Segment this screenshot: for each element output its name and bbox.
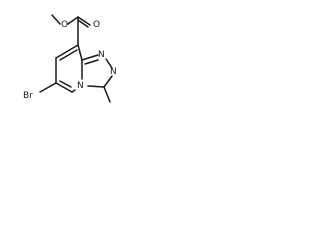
- bond-methyl-ester-o: [51, 14, 61, 25]
- bond-carbonyl-double-a: [77, 16, 91, 26]
- atom-carbonyl-oxygen: O: [93, 20, 100, 30]
- bond-n2-c3: [103, 75, 113, 88]
- bond-c5-n4: [71, 89, 76, 93]
- atom-nitrogen-right: N: [110, 67, 117, 77]
- atom-ester-oxygen: O: [61, 20, 68, 30]
- atom-nitrogen-top: N: [98, 50, 105, 60]
- bond-c8a-n1-inner: [84, 59, 99, 65]
- bond-c8-c7-inner: [59, 49, 78, 61]
- bond-ester-o-carbonyl-c: [67, 16, 79, 25]
- bond-c6-c5: [55, 82, 73, 93]
- bond-c8a-c8: [77, 44, 83, 61]
- bond-c8a-n1: [81, 54, 99, 61]
- bond-carbonyl-double-b: [77, 19, 89, 28]
- bond-c6-c5-inner: [59, 80, 72, 88]
- bond-c3-methyl: [103, 86, 111, 103]
- chemical-structure: O O Br N N N: [23, 14, 117, 103]
- atom-nitrogen-bridge: N: [77, 81, 84, 91]
- bond-c6-br: [39, 82, 57, 93]
- atom-bromine: Br: [23, 91, 33, 101]
- bond-n1-n2: [105, 58, 113, 69]
- bond-c3-n4: [87, 85, 105, 88]
- bond-c8-c7: [55, 44, 79, 59]
